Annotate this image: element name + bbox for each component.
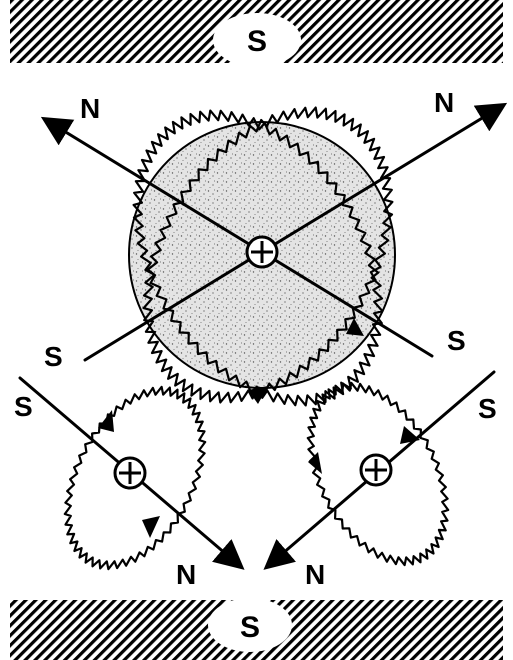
bottom-magnet-pole: S [10, 598, 503, 660]
center-electron-symbol [247, 237, 277, 267]
label-mid-left-s: S [44, 341, 63, 372]
top-magnet-pole: S [10, 0, 503, 67]
orbit-direction-arrow [98, 410, 114, 432]
orbit-direction-arrow [142, 516, 160, 538]
top-pole-label: S [247, 25, 267, 58]
label-mid-right-s: S [447, 325, 466, 356]
label-upper-left-n: N [80, 93, 100, 124]
bottom-pole-label: S [240, 611, 260, 644]
label-bottom-left-n: N [176, 559, 196, 590]
left-electron-symbol [115, 458, 145, 488]
label-lower-left-s: S [14, 391, 33, 422]
label-bottom-right-n: N [305, 559, 325, 590]
label-lower-right-s: S [478, 393, 497, 424]
label-upper-right-n: N [434, 87, 454, 118]
right-electron-symbol [361, 455, 391, 485]
